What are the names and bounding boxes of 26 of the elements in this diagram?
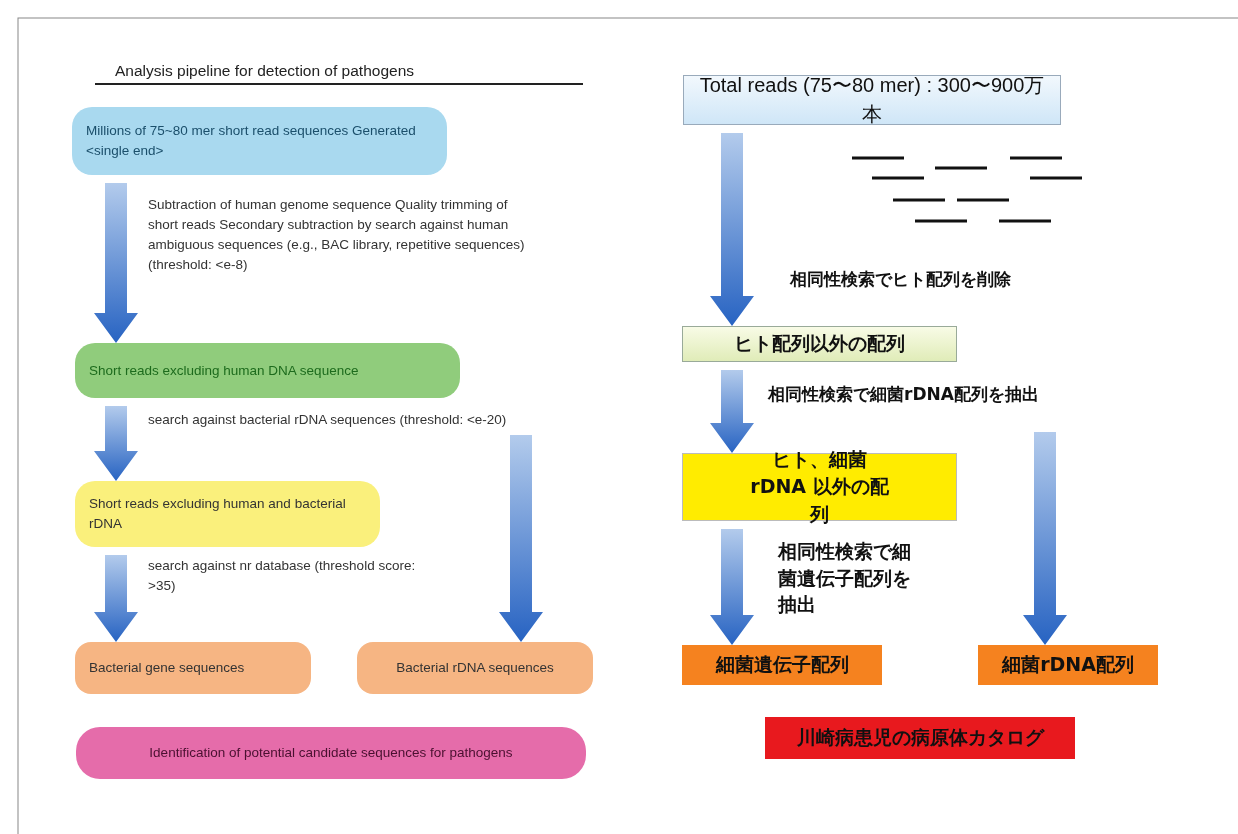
process-box: Short reads excluding human and bacterial rDNA xyxy=(75,481,380,547)
edge-label: 相同性検索で細菌rDNA配列を抽出 xyxy=(768,383,1040,406)
process-box: Millions of 75~80 mer short read sequences Generated <single end> xyxy=(72,107,447,175)
conclusion-box: 川崎病患児の病原体カタログ xyxy=(765,717,1075,759)
arrow xyxy=(94,406,138,481)
edge-label: 相同性検索で細菌遺伝子配列を抽出 xyxy=(778,539,912,618)
result-box: 細菌rDNA配列 xyxy=(978,645,1158,685)
conclusion-box: Identification of potential candidate sequences for pathogens xyxy=(76,727,586,779)
process-box: Total reads (75〜80 mer) : 300〜900万本 xyxy=(683,75,1061,125)
process-box: ヒト配列以外の配列 xyxy=(682,326,957,362)
edge-label: Subtraction of human genome sequence Quality trimming of short reads Secondary subtraction by search against human ambiguous sequences (e.g., BAC library, repetitive sequences) (threshold: <e-8) xyxy=(148,196,526,274)
result-box: Bacterial gene sequences xyxy=(75,642,311,694)
edge-label: search against nr database (threshold score: >35) xyxy=(148,557,417,595)
edge-label: 相同性検索でヒト配列を削除 xyxy=(790,268,1012,291)
arrow xyxy=(94,183,138,343)
heading: Analysis pipeline for detection of pathogens xyxy=(95,62,583,85)
process-box: Short reads excluding human DNA sequence xyxy=(75,343,460,398)
arrow xyxy=(710,133,754,326)
result-box: Bacterial rDNA sequences xyxy=(357,642,593,694)
arrow xyxy=(710,529,754,645)
arrow xyxy=(499,435,543,642)
arrow xyxy=(1023,432,1067,645)
arrow xyxy=(710,370,754,453)
edge-label: search against bacterial rDNA sequences (threshold: <e-20) xyxy=(148,411,508,429)
result-box: 細菌遺伝子配列 xyxy=(682,645,882,685)
arrow xyxy=(94,555,138,642)
